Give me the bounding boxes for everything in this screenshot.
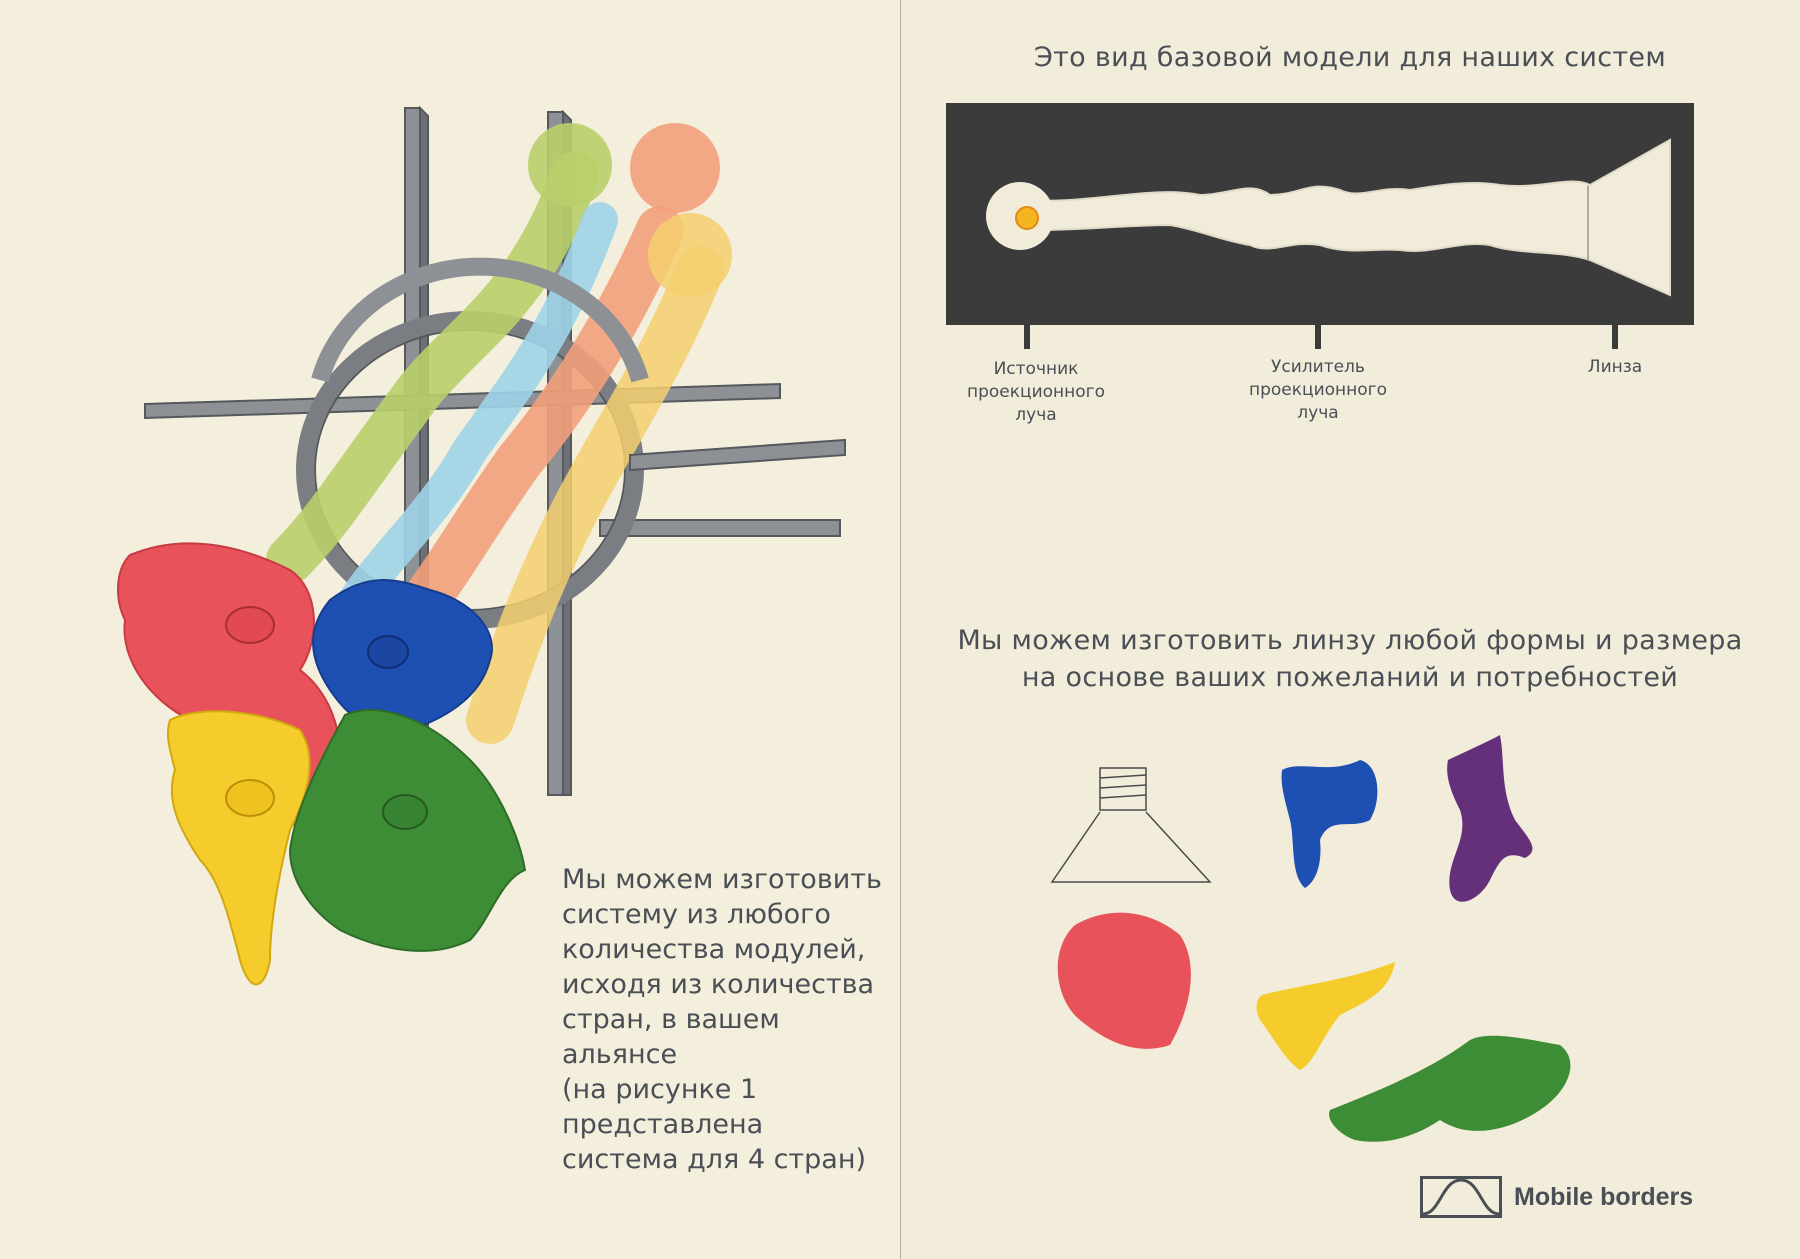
- tube-green: [266, 151, 599, 584]
- blob-green: [288, 709, 527, 952]
- blob-button-green: [382, 794, 428, 830]
- description-line: система для 4 стран): [562, 1144, 867, 1175]
- label-amplifier: Усилитель проекционного луча: [1238, 356, 1398, 425]
- grid-bar-mid-horizontal: [599, 519, 841, 537]
- tube-blue: [332, 202, 618, 628]
- system-description: Мы можем изготовить систему из любого ко…: [562, 862, 892, 1177]
- description-line: Мы можем изготовить: [562, 864, 882, 895]
- tube-yellow: [466, 246, 724, 744]
- label-lens: Линза: [1587, 357, 1643, 377]
- brand-logo: Mobile borders: [1420, 1176, 1693, 1218]
- page-fold: [900, 0, 901, 1259]
- blob-button-yellow: [225, 779, 275, 817]
- lens-subtitle: Мы можем изготовить линзу любой формы и …: [900, 622, 1800, 696]
- label-source-line: Источник: [993, 359, 1079, 379]
- blob-yellow: [166, 710, 311, 986]
- label-amplifier-line: луча: [1297, 403, 1339, 423]
- label-amplifier-line: проекционного: [1248, 380, 1388, 400]
- blob-button-blue: [367, 635, 409, 669]
- brand-name: Mobile borders: [1514, 1182, 1694, 1211]
- grid-bar-bottom-horizontal: [629, 438, 846, 472]
- description-line: исходя из количества: [562, 969, 875, 1000]
- wave-icon: [1420, 1176, 1502, 1218]
- tube-green-head: [528, 123, 612, 207]
- description-line: (на рисунке 1: [562, 1074, 758, 1105]
- description-line: стран, в вашем: [562, 1004, 780, 1035]
- description-line: альянсе: [562, 1039, 678, 1070]
- tube-orange: [386, 206, 684, 644]
- blob-button-red: [225, 606, 275, 644]
- label-source-line: проекционного: [966, 382, 1106, 402]
- blob-buttons: [225, 606, 428, 830]
- system-illustration: [117, 105, 846, 986]
- label-amplifier-line: Усилитель: [1271, 357, 1365, 377]
- right-text-layer: Это вид базовой модели для наших систем …: [900, 0, 1800, 1259]
- tube-yellow-head: [648, 213, 732, 297]
- tube-orange-head: [630, 123, 720, 213]
- grid-bar-top-horizontal: [144, 382, 781, 420]
- description-line: представлена: [562, 1109, 764, 1140]
- lens-ring-front: [311, 257, 649, 383]
- lens-subtitle-line: Мы можем изготовить линзу любой формы и …: [957, 625, 1743, 656]
- label-source: Источник проекционного луча: [956, 358, 1116, 427]
- description-line: систему из любого: [562, 899, 831, 930]
- model-title: Это вид базовой модели для наших систем: [1034, 42, 1666, 73]
- lens-subtitle-line: на основе ваших пожеланий и потребностей: [1021, 662, 1679, 693]
- label-source-line: луча: [1015, 405, 1057, 425]
- description-line: количества модулей,: [562, 934, 866, 965]
